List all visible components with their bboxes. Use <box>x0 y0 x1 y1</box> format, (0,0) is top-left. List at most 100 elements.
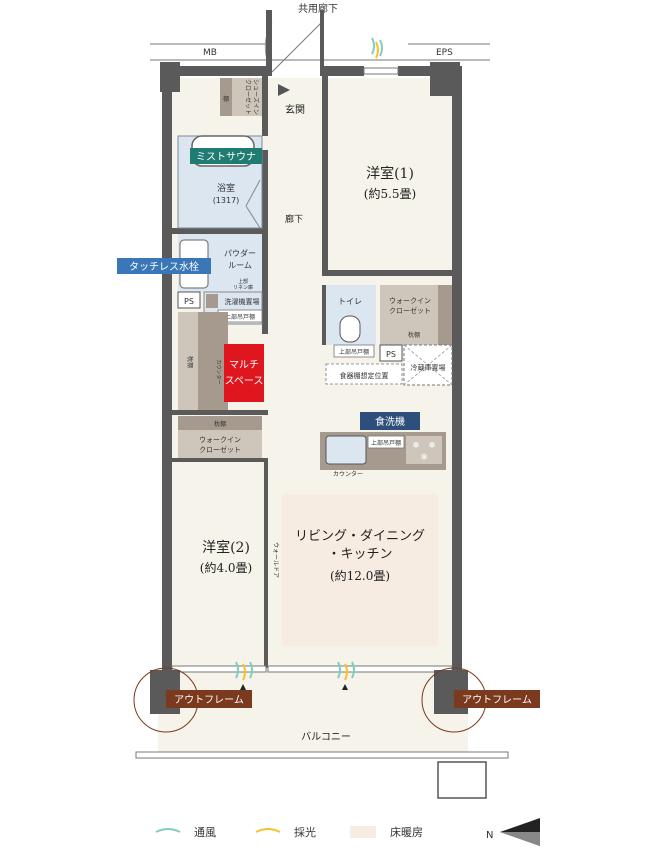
walkin2-label: ウォークインクローゼット <box>199 436 241 454</box>
toilet-label: トイレ <box>338 297 362 306</box>
outframe-label-left: アウトフレーム <box>174 694 244 706</box>
room1-size: (約5.5畳) <box>364 186 416 201</box>
stove-burner-2-icon: ❄ <box>428 441 436 451</box>
left-shelf-strip <box>178 312 198 410</box>
bath-door <box>245 179 261 229</box>
entry-jamb-left <box>266 10 272 76</box>
outer-wall-top-left <box>162 66 272 76</box>
corridor-label: 共用廊下 <box>298 2 338 15</box>
legend-light-icon <box>255 828 281 833</box>
wall-walkin2-bottom <box>172 458 268 462</box>
dish-shelf-label: 食器棚想定位置 <box>340 371 389 380</box>
outframe-label-right: アウトフレーム <box>462 694 532 706</box>
ldk-size: (約12.0畳) <box>330 568 390 583</box>
light-icon-top <box>375 41 379 59</box>
walkin2-shelf-label: 枕棚 <box>214 420 226 428</box>
fridge-label: 冷蔵庫置場 <box>411 363 446 372</box>
ldk-name: リビング・ダイニング・キッチン <box>295 529 425 562</box>
balcony-label: バルコニー <box>301 731 351 743</box>
wall-toilet-left <box>322 285 326 345</box>
washer-label: 洗濯機置場 <box>225 297 260 306</box>
compass-label: N <box>486 830 493 841</box>
vent-icon-room2 <box>235 661 253 679</box>
light-icon-room2 <box>242 663 246 681</box>
dishwasher-badge <box>360 412 420 430</box>
ps-box-left <box>177 291 201 309</box>
vent-icon-top <box>371 37 383 57</box>
compass-icon-light <box>500 832 540 846</box>
dish-shelf-area <box>325 363 403 385</box>
fridge-diag-2 <box>403 344 453 386</box>
wall-door-label: ウォールドア <box>272 542 280 578</box>
light-arrow-room2 <box>240 684 246 690</box>
rouka-label: 廊下 <box>285 213 303 225</box>
legend-heating-swatch <box>350 826 376 838</box>
outframe-badge-left <box>166 690 252 708</box>
touchless-badge <box>117 258 211 274</box>
washer-box <box>206 294 218 308</box>
wall-multi-bottom <box>172 410 268 415</box>
upper-cabinet-left-label: 上部吊戸棚 <box>225 313 255 321</box>
stove-burner-1-icon: ❄ <box>412 441 420 451</box>
floor-heating-area <box>282 494 438 646</box>
counter-strip <box>198 312 228 410</box>
room2-size: (約4.0畳) <box>200 560 252 575</box>
touchless-label: タッチレス水栓 <box>129 260 199 273</box>
upper-cabinet-kitchen <box>367 435 405 449</box>
bath-size: (1317) <box>213 196 240 205</box>
toilet-bowl <box>339 315 361 343</box>
upper-cabinet-toilet-label: 上部吊戸棚 <box>339 348 369 356</box>
shoes-shelf <box>220 78 232 116</box>
mb-label: MB <box>203 48 217 58</box>
kitchen-counter-label: カウンター <box>333 470 363 478</box>
wall-left-core <box>262 76 268 136</box>
top-window <box>363 67 399 75</box>
light-arrow-ldk <box>342 684 348 690</box>
walkin1-label: ウォークインクローゼット <box>389 297 431 315</box>
outer-wall-right <box>452 66 462 670</box>
mist-sauna-label: ミストサウナ <box>196 151 256 163</box>
shoes-shelf-label: 棚 <box>223 95 229 103</box>
legend-vent-icon <box>155 828 181 833</box>
kitchen-sink <box>325 435 367 465</box>
stove <box>406 436 442 464</box>
walkin2-shelf <box>178 416 262 430</box>
walkin1-shelf-label: 枕棚 <box>408 331 420 339</box>
powder-room-label: パウダールーム <box>224 248 256 270</box>
light-icon-ldk <box>344 663 348 681</box>
walkin1-shelf <box>438 285 452 345</box>
balcony-unit <box>437 761 487 799</box>
room2-name: 洋室(2) <box>202 539 250 556</box>
upper-linen-label: 上部リネン庫 <box>233 278 253 291</box>
ps-label-left: PS <box>184 297 194 306</box>
bath-name: 浴室 <box>217 182 235 194</box>
multi-space-label: マルチスペース <box>225 359 264 387</box>
entry-door-line <box>271 21 323 73</box>
multi-space-badge <box>224 344 264 402</box>
wall-room2-right <box>264 462 268 668</box>
dishwasher-label: 食洗機 <box>375 415 405 428</box>
ps-label-right: PS <box>386 350 396 359</box>
outer-wall-top-mid <box>322 66 364 76</box>
vent-icon-ldk <box>337 661 355 679</box>
balcony-rail <box>135 751 509 759</box>
balcony-floor <box>158 668 468 752</box>
wall-room1-bottom <box>322 270 462 276</box>
column-top-right <box>430 62 460 96</box>
column-top-left <box>160 62 180 92</box>
mist-sauna-badge <box>190 148 262 164</box>
shoes-closet-label: シューズインクローゼット <box>244 79 260 115</box>
legend-heating-label: 床暖房 <box>390 825 423 839</box>
counter-label-vertical: カウンター <box>215 359 222 384</box>
ps-box-right <box>379 344 403 362</box>
left-shelf-label: 枕棚 <box>186 356 194 368</box>
outer-wall-left <box>162 66 172 670</box>
wall-bath-right <box>262 150 268 230</box>
wall-genkan-right <box>322 76 328 272</box>
legend-vent-label: 通風 <box>194 826 216 839</box>
wall-bath-bottom <box>172 228 268 234</box>
upper-cabinet-kitchen-label: 上部吊戸棚 <box>371 439 401 447</box>
outframe-badge-right <box>454 690 540 708</box>
legend-light-label: 採光 <box>294 825 316 839</box>
wall-powder-right <box>262 234 268 334</box>
